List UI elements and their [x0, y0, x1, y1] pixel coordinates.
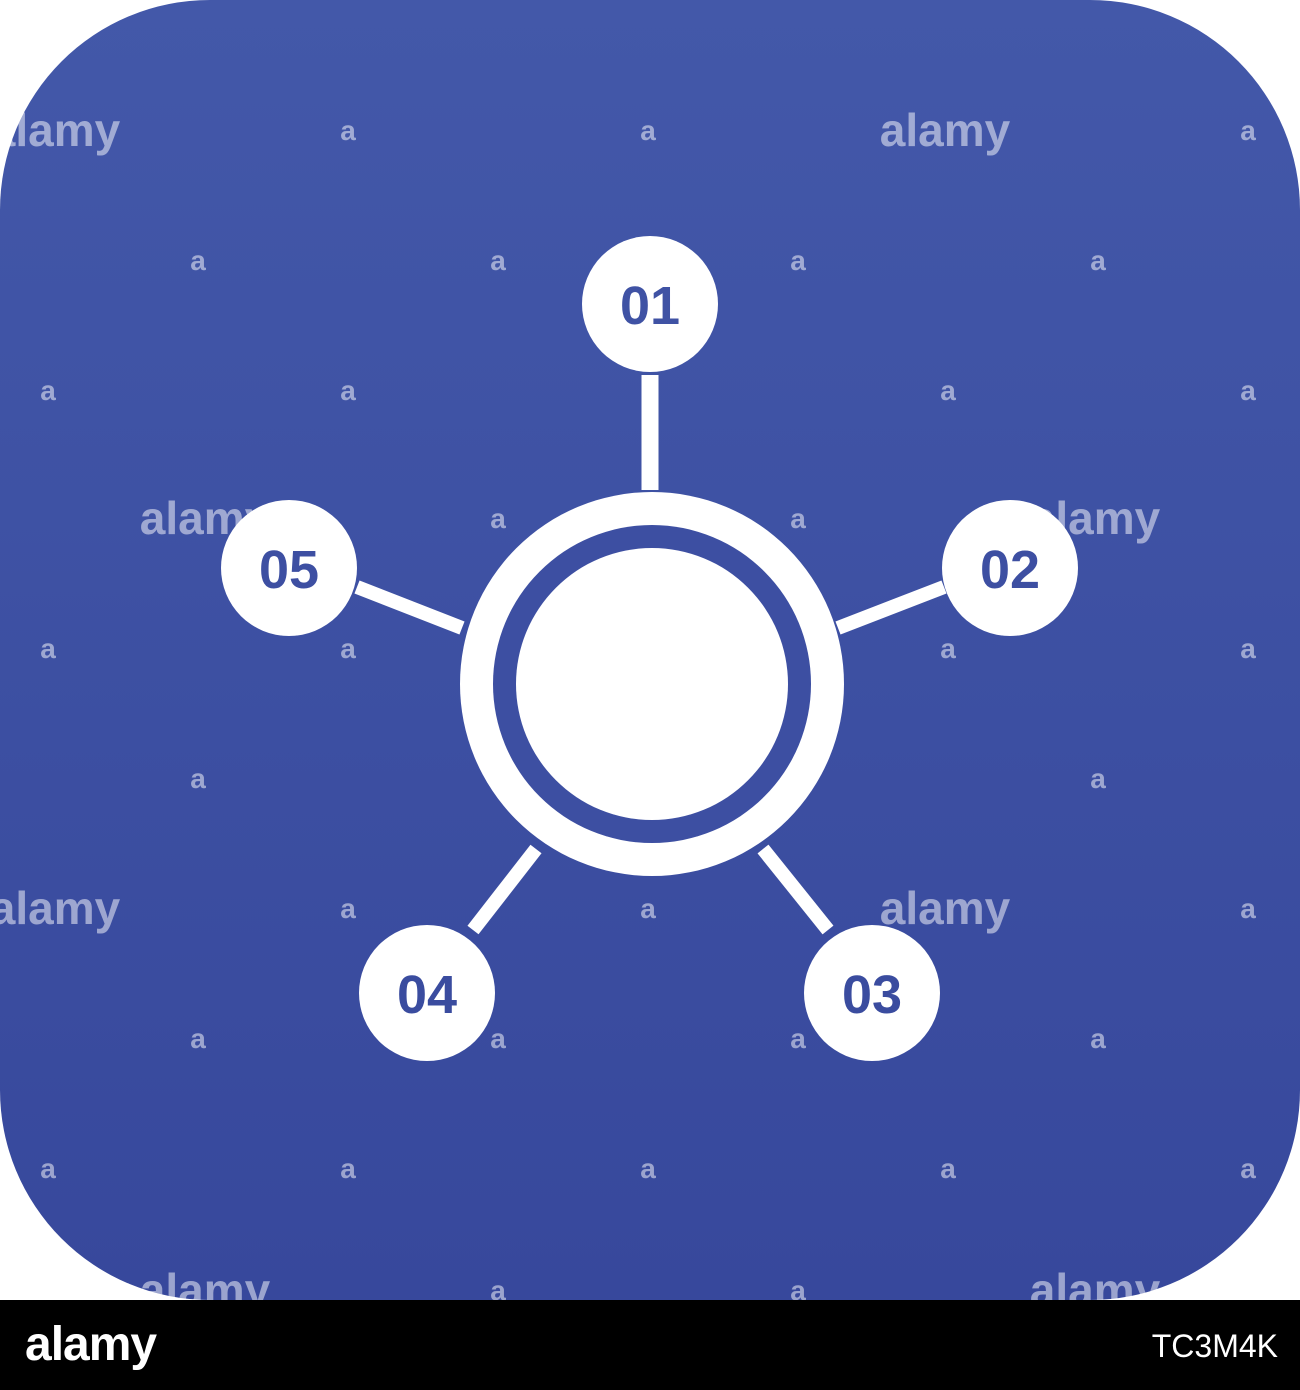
node-02: 02 [942, 500, 1078, 636]
watermark-mark: a [340, 375, 356, 406]
watermark-mark: a [190, 1023, 206, 1054]
alamy-logo: alamy [25, 1318, 157, 1371]
watermark-logo: alamy [880, 104, 1011, 156]
image-id: TC3M4K [1151, 1328, 1278, 1364]
spoke-line-03 [757, 844, 834, 935]
watermark-mark: a [340, 1153, 356, 1184]
node-label-02: 02 [980, 540, 1040, 600]
watermark-mark: a [940, 375, 956, 406]
watermark-mark: a [190, 763, 206, 794]
watermark-mark: a [1090, 763, 1106, 794]
watermark-logo: alamy [140, 1264, 271, 1300]
node-01: 01 [582, 236, 718, 372]
node-label-04: 04 [397, 965, 457, 1025]
spoke-line-02 [835, 580, 947, 635]
node-label-05: 05 [259, 540, 319, 600]
node-04: 04 [359, 925, 495, 1061]
node-circle [942, 500, 1078, 636]
watermark-mark: a [1240, 633, 1256, 664]
watermark-mark: a [1090, 245, 1106, 276]
watermark-mark: a [1240, 375, 1256, 406]
watermark-mark: a [790, 503, 806, 534]
watermark-mark: a [490, 245, 506, 276]
watermark-mark: a [790, 1023, 806, 1054]
watermark-logo: alamy [880, 882, 1011, 934]
central-hub [460, 492, 844, 876]
watermark-mark: a [1240, 893, 1256, 924]
spoke-line-05 [354, 580, 465, 635]
watermark-mark: a [40, 375, 56, 406]
footer-bar: alamy TC3M4K [0, 1300, 1300, 1390]
watermark-mark: a [340, 115, 356, 146]
hub-inner-disc [516, 548, 788, 820]
spoke-line-04 [467, 844, 542, 935]
watermark-mark: a [1090, 1023, 1106, 1054]
node-05: 05 [221, 500, 357, 636]
watermark-mark: a [190, 245, 206, 276]
watermark-mark: a [490, 1275, 506, 1300]
watermark-mark: a [640, 893, 656, 924]
watermark-mark: a [640, 115, 656, 146]
watermark-mark: a [790, 245, 806, 276]
node-circle [582, 236, 718, 372]
watermark-mark: a [1240, 1153, 1256, 1184]
watermark-logo: alamy [0, 104, 121, 156]
spoke-lines [354, 375, 947, 935]
node-label-03: 03 [842, 965, 902, 1025]
watermark-mark: a [640, 1153, 656, 1184]
watermark-mark: a [1240, 115, 1256, 146]
watermark-mark: a [940, 633, 956, 664]
node-circle [804, 925, 940, 1061]
watermark-mark: a [940, 1153, 956, 1184]
watermark-logo: alamy [1030, 1264, 1161, 1300]
watermark-mark: a [40, 633, 56, 664]
watermark-mark: a [340, 633, 356, 664]
node-circle [221, 500, 357, 636]
node-label-01: 01 [620, 276, 680, 336]
node-03: 03 [804, 925, 940, 1061]
node-circle [359, 925, 495, 1061]
watermark-mark: a [490, 503, 506, 534]
watermark-mark: a [790, 1275, 806, 1300]
watermark-mark: a [490, 1023, 506, 1054]
watermark-logo: alamy [0, 882, 121, 934]
watermark-mark: a [40, 1153, 56, 1184]
watermark-mark: a [340, 893, 356, 924]
